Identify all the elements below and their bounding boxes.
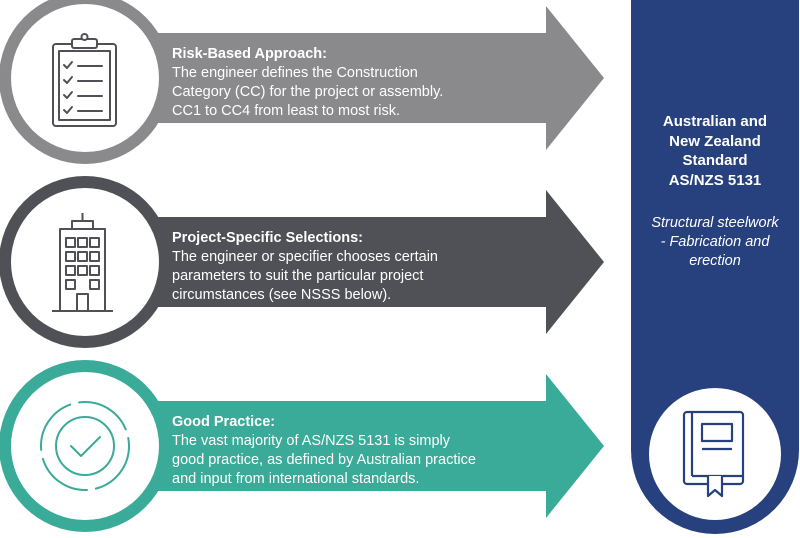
step-2-title: Project-Specific Selections: <box>172 230 363 246</box>
step-1-line-1: The engineer defines the Construction <box>172 65 418 81</box>
step-2-line-2: parameters to suit the particular projec… <box>172 268 424 284</box>
step-3-title: Good Practice: <box>172 414 276 430</box>
clipboard-checklist-icon <box>52 33 117 127</box>
step-3-arrow <box>85 374 604 518</box>
standard-book-icon <box>682 410 745 498</box>
checkmark-badge-icon <box>40 401 130 491</box>
standard-title-line-3: Standard <box>682 152 748 169</box>
step-1-title: Risk-Based Approach: <box>172 46 327 62</box>
standard-title-line-4: AS/NZS 5131 <box>668 171 762 189</box>
step-2-line-1: The engineer or specifier chooses certai… <box>172 249 438 265</box>
standard-subtitle-line-3: erection <box>689 253 741 269</box>
step-3-line-2: good practice, as defined by Australian … <box>172 452 476 468</box>
step-1-line-2: Category (CC) for the project or assembl… <box>172 84 444 100</box>
standard-title: Australian and New Zealand Standard AS/N… <box>632 112 798 190</box>
book-badge <box>649 388 781 520</box>
step-3-line-1: The vast majority of AS/NZS 5131 is simp… <box>172 433 451 449</box>
office-building-icon <box>52 213 113 312</box>
standard-title-line-1: Australian and <box>662 113 768 130</box>
standard-panel <box>631 0 799 534</box>
step-2-text: Project-Specific Selections: The enginee… <box>172 229 532 305</box>
step-1-badge <box>11 4 159 152</box>
step-1-line-3: CC1 to CC4 from least to most risk. <box>172 103 401 119</box>
step-3-badge <box>11 372 159 520</box>
step-3-text: Good Practice: The vast majority of AS/N… <box>172 413 532 489</box>
standard-subtitle: Structural steelwork - Fabrication and e… <box>632 214 798 271</box>
step-1-text: Risk-Based Approach: The engineer define… <box>172 45 532 121</box>
step-2-arrow <box>85 190 604 334</box>
step-2-line-3: circumstances (see NSSS below). <box>172 287 392 303</box>
step-1-arrow <box>85 6 604 150</box>
standard-subtitle-line-1: Structural steelwork <box>651 215 779 231</box>
step-3-line-3: and input from international standards. <box>172 471 420 487</box>
standard-title-line-2: New Zealand <box>669 132 761 150</box>
standard-subtitle-line-2: - Fabrication and <box>660 234 770 250</box>
